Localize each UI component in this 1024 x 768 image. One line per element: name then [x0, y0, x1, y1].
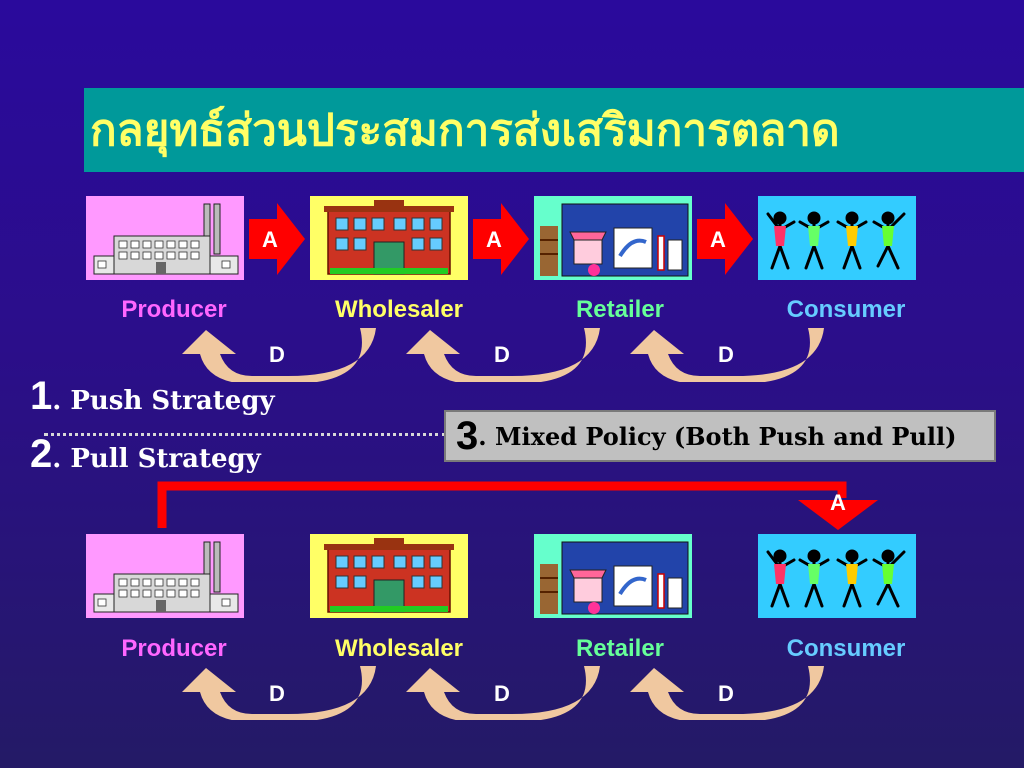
consumer-people-picture-2	[758, 534, 916, 618]
push-strategy-number: 1	[30, 374, 53, 418]
return-badge-4: D	[269, 681, 285, 706]
retailer-label-2: Retailer	[575, 635, 665, 662]
pull-strategy-number: 2	[30, 432, 53, 476]
mixed-policy-text: . Mixed Policy (Both Push and Pull)	[478, 421, 957, 451]
return-badge-6: D	[718, 681, 734, 706]
retailer-label: Retailer	[575, 296, 665, 323]
push-arrow-3	[697, 203, 753, 275]
wholesaler-building-picture	[310, 196, 468, 280]
pull-badge: A	[830, 490, 846, 515]
pull-strategy-label: 2. Pull Strategy	[30, 432, 261, 477]
factory-picture	[86, 196, 244, 280]
consumer-label: Consumer	[786, 296, 906, 323]
push-strategy-label: 1. Push Strategy	[30, 374, 275, 419]
wholesaler-label-2: Wholesaler	[334, 635, 464, 662]
consumer-label-2: Consumer	[786, 635, 906, 662]
title-bar: กลยุทธ์ส่วนประสมการส่งเสริมการตลาด	[84, 88, 1024, 172]
producer-label-2: Producer	[121, 635, 227, 662]
wholesaler-label: Wholesaler	[334, 296, 464, 323]
push-badge-1: A	[262, 227, 278, 252]
producer-label: Producer	[121, 296, 227, 323]
push-strategy-text: . Push Strategy	[52, 386, 275, 416]
mixed-policy-number: 3	[456, 413, 479, 458]
consumer-people-picture	[758, 196, 916, 280]
push-arrow-2	[473, 203, 529, 275]
retailer-store-picture	[534, 196, 692, 280]
factory-picture-2	[86, 534, 244, 618]
wholesaler-building-picture-2	[310, 534, 468, 618]
return-badge-1: D	[269, 342, 285, 367]
push-arrow-1	[249, 203, 305, 275]
return-badge-2: D	[494, 342, 510, 367]
retailer-store-picture-2	[534, 534, 692, 618]
dotted-divider	[44, 433, 446, 436]
return-badge-5: D	[494, 681, 510, 706]
push-badge-3: A	[710, 227, 726, 252]
slide-title: กลยุทธ์ส่วนประสมการส่งเสริมการตลาด	[90, 105, 840, 156]
push-badge-2: A	[486, 227, 502, 252]
pull-strategy-text: . Pull Strategy	[52, 444, 261, 474]
return-badge-3: D	[718, 342, 734, 367]
mixed-policy-box: 3. Mixed Policy (Both Push and Pull)	[444, 410, 996, 462]
